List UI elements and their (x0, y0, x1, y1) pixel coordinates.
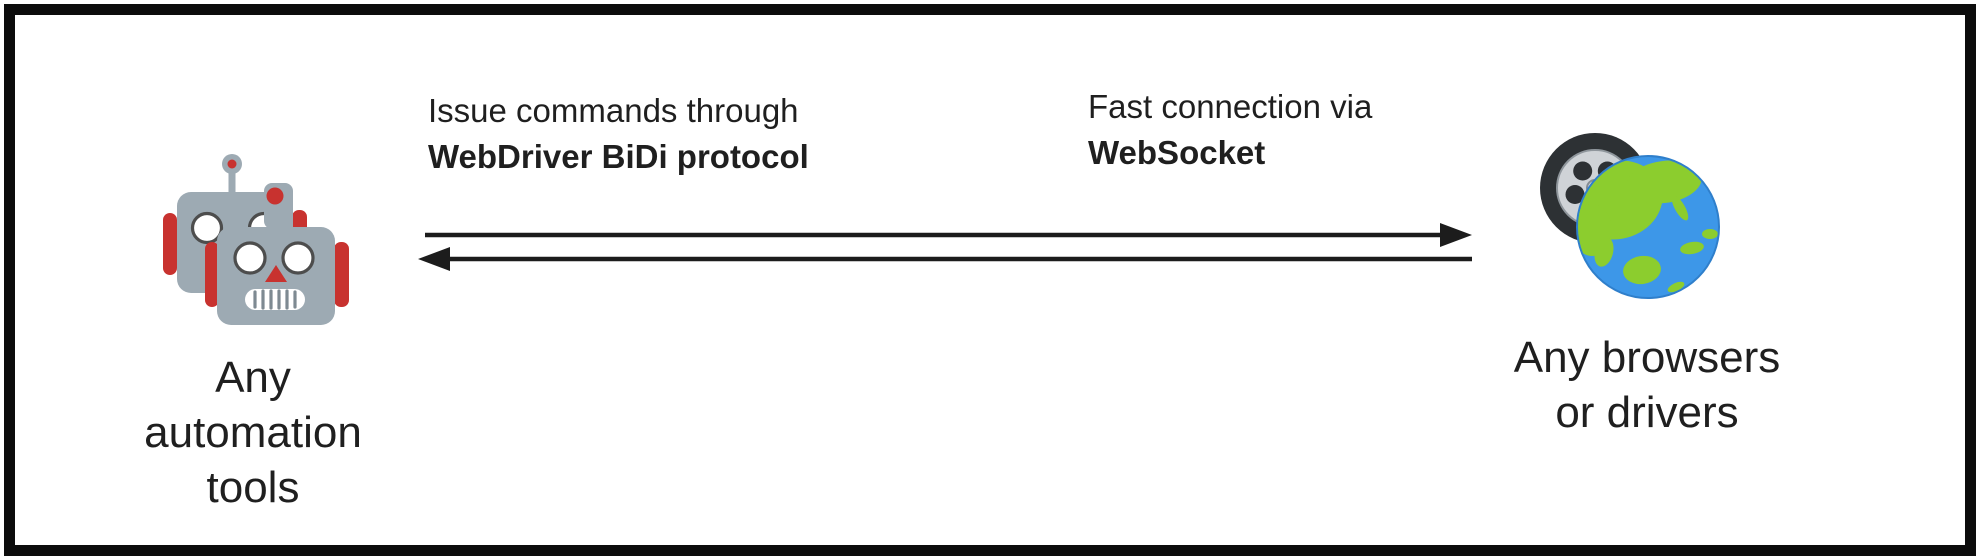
connection-label-bidi: Issue commands through WebDriver BiDi pr… (428, 88, 809, 180)
websocket-label-bold: WebSocket (1088, 134, 1266, 171)
arrow-right-icon (425, 223, 1472, 247)
robot-icon (160, 150, 352, 335)
bidi-label-bold: WebDriver BiDi protocol (428, 138, 809, 175)
wheel-globe-icon (1532, 130, 1722, 302)
connection-label-websocket: Fast connection via WebSocket (1088, 84, 1372, 176)
arrow-left-icon (418, 247, 1472, 271)
left-node-label-line2: automation (144, 408, 362, 457)
bidirectional-arrows (400, 213, 1490, 273)
websocket-label-regular: Fast connection via (1088, 88, 1373, 125)
right-node-label: Any browsers or drivers (1447, 330, 1847, 440)
right-node-label-line2: or drivers (1555, 388, 1739, 437)
left-node-label: Any automation tools (53, 350, 453, 515)
bidi-label-regular: Issue commands through (428, 92, 799, 129)
right-node-label-line1: Any browsers (1513, 333, 1781, 382)
left-node-label-line1: Any (215, 353, 291, 402)
left-node-label-line3: tools (206, 463, 300, 512)
